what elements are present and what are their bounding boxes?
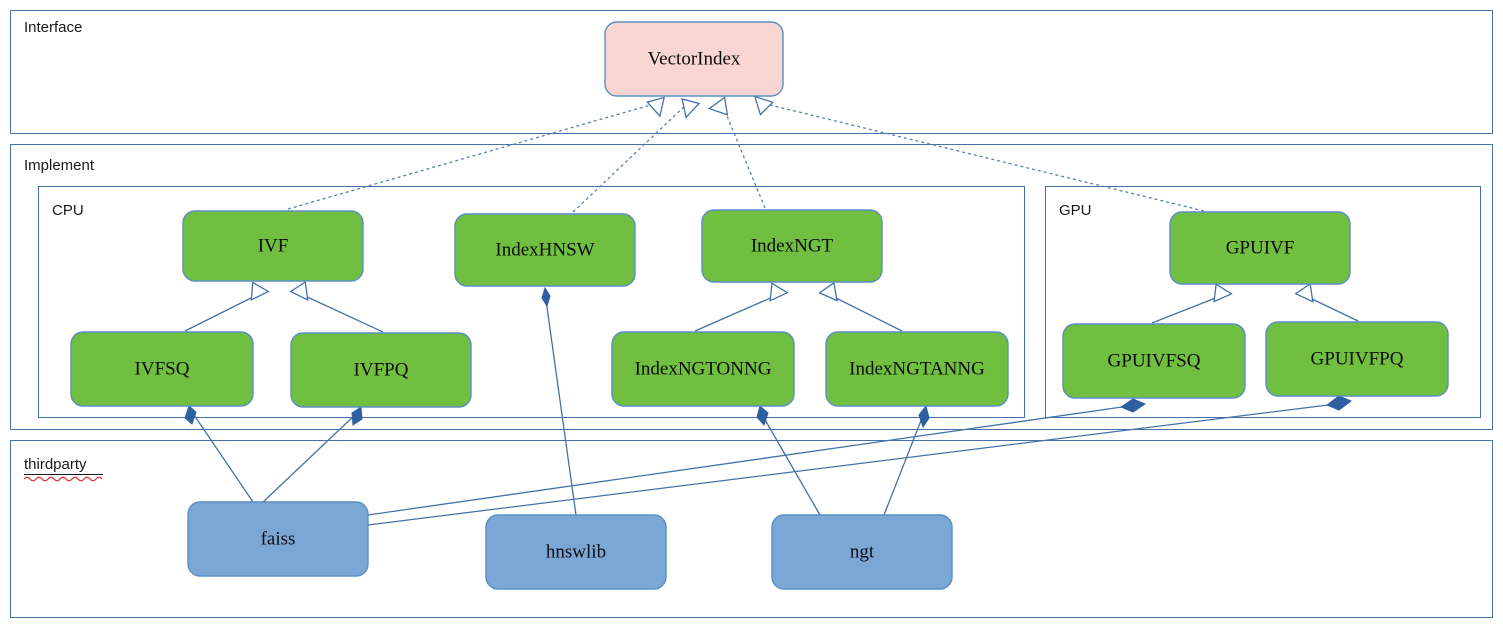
node-ngt-label: ngt (850, 541, 875, 562)
edge-gpuivfpq-to-gpuivf (1294, 282, 1359, 322)
node-indexhnsw-label: IndexHNSW (495, 239, 594, 260)
node-gpuivfpq-rect[interactable] (1265, 321, 1449, 397)
node-indexhnsw[interactable]: IndexHNSW (454, 213, 636, 287)
node-indexngtanng[interactable]: IndexNGTANNG (825, 331, 1009, 407)
edge-faiss-to-ivfpq (261, 406, 363, 504)
edge-indexngtanng-to-indexngt (818, 281, 903, 332)
filled-diamond-marker (184, 405, 197, 425)
node-gpuivfsq-label: GPUIVFSQ (1108, 350, 1201, 371)
node-gpuivfsq[interactable]: GPUIVFSQ (1062, 323, 1246, 399)
node-ivfsq-label: IVFSQ (135, 358, 190, 379)
node-ivfsq[interactable]: IVFSQ (70, 331, 254, 407)
node-hnswlib[interactable]: hnswlib (485, 514, 667, 590)
node-faiss-label: faiss (261, 528, 296, 549)
hollow-triangle-arrowhead (646, 96, 666, 118)
hollow-triangle-arrowhead (753, 95, 775, 116)
filled-diamond-marker (756, 405, 769, 426)
edge-ngt-to-indexngtonng (756, 405, 821, 516)
edge-line (184, 294, 258, 332)
edge-line (367, 404, 1329, 526)
hollow-triangle-arrowhead (707, 96, 729, 116)
node-ivf[interactable]: IVF (182, 210, 364, 282)
node-ivf-label: IVF (258, 235, 289, 256)
node-faiss[interactable]: faiss (187, 501, 369, 577)
node-hnswlib-rect[interactable] (485, 514, 667, 590)
edge-indexhnsw-to-vectorindex (572, 98, 701, 213)
edge-line (261, 412, 358, 504)
node-gpuivf[interactable]: GPUIVF (1169, 211, 1351, 285)
node-gpuivf-rect[interactable] (1169, 211, 1351, 285)
edge-faiss-to-gpuivfpq (367, 395, 1352, 526)
hollow-triangle-arrowhead (681, 98, 701, 119)
edge-line (572, 103, 688, 213)
node-ivfpq-rect[interactable] (290, 332, 472, 408)
edge-hnswlib-to-indexhnsw (541, 286, 577, 516)
edge-line (721, 103, 766, 209)
edge-faiss-to-gpuivfsq (367, 398, 1147, 516)
node-indexngt-rect[interactable] (701, 209, 883, 283)
filled-diamond-marker (351, 406, 363, 426)
thirdparty-spellcheck-squiggle (23, 476, 103, 482)
node-hnswlib-label: hnswlib (546, 541, 606, 562)
edge-gpuivf-to-vectorindex (753, 95, 1205, 212)
hollow-triangle-arrowhead (1294, 282, 1314, 303)
node-gpuivfsq-rect[interactable] (1062, 323, 1246, 399)
edge-line (545, 299, 577, 516)
container-implement-label: Implement (24, 157, 95, 174)
edge-line (1307, 296, 1359, 322)
node-ivf-rect[interactable] (182, 210, 364, 282)
hollow-triangle-arrowhead (289, 280, 309, 301)
node-indexngtonng-rect[interactable] (611, 331, 795, 407)
filled-diamond-marker (541, 286, 551, 308)
node-ngt-rect[interactable] (771, 514, 953, 590)
node-faiss-rect[interactable] (187, 501, 369, 577)
node-vectorindex-label: VectorIndex (648, 48, 741, 69)
filled-diamond-marker (1326, 395, 1352, 411)
container-cpu-label: CPU (52, 202, 84, 219)
filled-diamond-marker (1119, 398, 1147, 413)
hollow-triangle-arrowhead (250, 281, 270, 301)
edge-ivfpq-to-ivf (289, 280, 384, 333)
edge-ivfsq-to-ivf (184, 281, 270, 332)
node-indexngtonng[interactable]: IndexNGTONNG (611, 331, 795, 407)
edge-line (191, 411, 254, 503)
hollow-triangle-arrowhead (769, 282, 789, 302)
node-indexngtanng-label: IndexNGTANNG (849, 358, 985, 379)
edge-ngt-to-indexngtanng (883, 404, 930, 516)
container-interface-label: Interface (24, 19, 82, 36)
node-indexngt[interactable]: IndexNGT (701, 209, 883, 283)
edge-line (367, 406, 1123, 516)
edge-ivf-to-vectorindex (287, 96, 666, 210)
node-indexngtanng-rect[interactable] (825, 331, 1009, 407)
node-gpuivfpq-label: GPUIVFPQ (1311, 348, 1404, 369)
edge-line (883, 417, 923, 516)
node-gpuivf-label: GPUIVF (1226, 237, 1295, 258)
edge-line (763, 417, 821, 516)
node-ivfpq-label: IVFPQ (354, 359, 409, 380)
edge-line (1151, 296, 1219, 324)
edge-faiss-to-ivfsq (184, 405, 254, 503)
node-vectorindex-rect[interactable] (604, 21, 784, 97)
edge-gpuivfsq-to-gpuivf (1151, 283, 1233, 324)
edge-indexngtonng-to-indexngt (694, 282, 789, 332)
edge-indexngt-to-vectorindex (707, 96, 766, 209)
filled-diamond-marker (918, 404, 930, 429)
node-ivfpq[interactable]: IVFPQ (290, 332, 472, 408)
container-thirdparty-label: thirdparty (24, 456, 87, 473)
node-ngt[interactable]: ngt (771, 514, 953, 590)
hollow-triangle-arrowhead (818, 281, 838, 302)
edge-line (694, 295, 776, 332)
node-ivfsq-rect[interactable] (70, 331, 254, 407)
hollow-triangle-arrowhead (1213, 283, 1233, 303)
node-vectorindex[interactable]: VectorIndex (604, 21, 784, 97)
edge-line (831, 295, 903, 332)
edge-line (302, 294, 384, 333)
node-gpuivfpq[interactable]: GPUIVFPQ (1265, 321, 1449, 397)
container-gpu-label: GPU (1059, 202, 1092, 219)
node-indexhnsw-rect[interactable] (454, 213, 636, 287)
node-indexngtonng-label: IndexNGTONNG (635, 358, 772, 379)
node-indexngt-label: IndexNGT (751, 235, 834, 256)
